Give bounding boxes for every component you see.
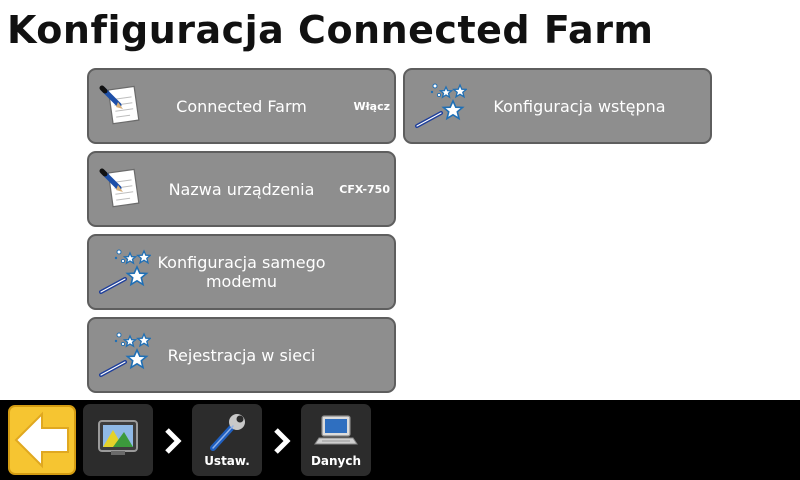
magic-wand-icon (415, 82, 467, 128)
breadcrumb-settings[interactable]: Ustaw. (192, 404, 262, 476)
bottom-navigation-bar: Ustaw. Danych (0, 400, 800, 480)
device-name-button[interactable]: Nazwa urządzenia CFX-750 (87, 151, 396, 227)
modem-only-setup-label: Konfiguracja samego modemu (157, 253, 326, 291)
laptop-icon (314, 415, 358, 445)
connected-farm-label: Connected Farm (176, 96, 307, 116)
chevron-right-icon (274, 428, 291, 454)
magic-wand-icon (99, 331, 151, 377)
breadcrumb-home[interactable] (83, 404, 153, 476)
device-name-value: CFX-750 (339, 182, 390, 196)
magic-wand-icon (99, 248, 151, 294)
page-title: Konfiguracja Connected Farm (7, 8, 654, 52)
connected-farm-value: Włącz (353, 99, 390, 113)
notepad-pencil-icon (97, 80, 151, 134)
breadcrumb-settings-label: Ustaw. (204, 454, 250, 468)
network-registration-label: Rejestracja w sieci (167, 345, 316, 365)
wrench-icon (210, 414, 245, 451)
network-registration-button[interactable]: Rejestracja w sieci (87, 317, 396, 393)
chevron-right-icon (165, 428, 182, 454)
initial-setup-label: Konfiguracja wstępna (493, 96, 666, 116)
display-home-icon (98, 420, 138, 455)
breadcrumb-data-label: Danych (310, 454, 362, 468)
connected-farm-button[interactable]: Connected Farm Włącz (87, 68, 396, 144)
modem-only-setup-button[interactable]: Konfiguracja samego modemu (87, 234, 396, 310)
device-name-label: Nazwa urządzenia (168, 179, 315, 199)
arrow-left-icon (14, 411, 69, 469)
breadcrumb-data[interactable]: Danych (301, 404, 371, 476)
initial-setup-button[interactable]: Konfiguracja wstępna (403, 68, 712, 144)
back-button[interactable] (8, 405, 76, 475)
notepad-pencil-icon (97, 163, 151, 217)
